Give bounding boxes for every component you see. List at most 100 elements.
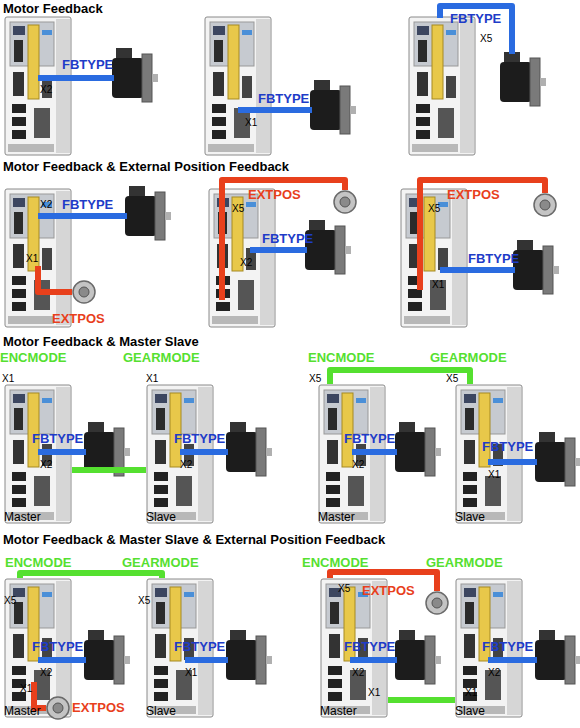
- connector-name: X2: [40, 200, 52, 210]
- master-slave-cable: [20, 573, 162, 578]
- feedback-cable: [38, 213, 127, 219]
- position-parameter: EXTPOS: [362, 584, 415, 597]
- servo-drive: [401, 189, 467, 327]
- feedback-parameter: FBTYPE: [468, 252, 519, 265]
- position-cables: [34, 180, 545, 708]
- servo-drives: [5, 17, 522, 717]
- connector-name: X5: [446, 374, 458, 384]
- master-slave-parameter: ENCMODE: [308, 351, 374, 364]
- feedback-cable: [238, 107, 312, 113]
- connector-name: X5: [4, 596, 16, 606]
- connector-name: X5: [480, 34, 492, 44]
- connector-name: X1: [2, 374, 14, 384]
- servo-drive: [209, 189, 275, 327]
- node-label: Slave: [146, 704, 176, 718]
- master-slave-parameter: GEARMODE: [430, 351, 507, 364]
- servo-motor: [535, 630, 580, 684]
- section-heading: Motor Feedback & Master Slave: [3, 335, 199, 348]
- position-cable: [38, 266, 72, 292]
- master-slave-cable: [388, 697, 455, 703]
- position-cable: [222, 180, 345, 300]
- node-label: Master: [320, 704, 357, 718]
- drive-node: Slave: [146, 384, 214, 510]
- drive-node: Master: [4, 384, 72, 510]
- servo-motor: [305, 220, 351, 274]
- position-parameter: EXTPOS: [248, 188, 301, 201]
- node-label: Slave: [455, 510, 485, 524]
- feedback-cable: [488, 459, 537, 465]
- connector-name: X1: [146, 374, 158, 384]
- master-slave-cable: [72, 467, 146, 473]
- master-slave-parameter: GEARMODE: [426, 556, 503, 569]
- master-slave-parameter: ENCMODE: [0, 351, 66, 364]
- feedback-cables: [38, 6, 537, 660]
- connector-name: X1: [20, 684, 32, 694]
- servo-drive: [5, 17, 71, 155]
- position-parameter: EXTPOS: [447, 188, 500, 201]
- feedback-cable: [488, 657, 537, 663]
- connector-name: X5: [428, 204, 440, 214]
- servo-drive: [5, 189, 71, 327]
- servo-motor: [395, 422, 441, 476]
- feedback-cable: [250, 247, 307, 253]
- connector-name: X2: [40, 460, 52, 470]
- feedback-parameter: FBTYPE: [482, 440, 533, 453]
- position-cable: [420, 180, 545, 290]
- master-slave-parameter: ENCMODE: [5, 556, 71, 569]
- master-slave-parameter: GEARMODE: [122, 556, 199, 569]
- node-label: Master: [4, 510, 41, 524]
- section-heading: Motor Feedback & External Position Feedb…: [3, 160, 289, 173]
- connector-name: X5: [138, 596, 150, 606]
- node-label: Slave: [146, 510, 176, 524]
- connector-name: X2: [40, 85, 52, 95]
- section-heading: Motor Feedback: [3, 2, 103, 15]
- connector-name: X2: [40, 668, 52, 678]
- position-parameter: EXTPOS: [52, 312, 105, 325]
- master-slave-parameter: GEARMODE: [123, 351, 200, 364]
- feedback-cable: [352, 449, 397, 455]
- connector-name: X1: [245, 118, 257, 128]
- master-slave-cable: [330, 370, 470, 384]
- feedback-parameter: FBTYPE: [174, 432, 225, 445]
- feedback-cable: [440, 6, 512, 54]
- external-encoder: [47, 697, 69, 719]
- section-heading: Motor Feedback & Master Slave & External…: [3, 533, 385, 546]
- encoders: [47, 191, 556, 719]
- master-slave-parameter: ENCMODE: [302, 556, 368, 569]
- servo-motor: [226, 630, 272, 684]
- feedback-cable: [185, 657, 228, 663]
- connector-name: X5: [309, 374, 321, 384]
- connector-name: X2: [352, 460, 364, 470]
- external-encoder: [334, 191, 356, 213]
- connector-name: X2: [240, 258, 252, 268]
- servo-motor: [513, 240, 559, 294]
- feedback-parameter: FBTYPE: [262, 232, 313, 245]
- connector-name: X2: [488, 668, 500, 678]
- servo-motor: [535, 432, 580, 486]
- feedback-cable: [38, 657, 86, 663]
- feedback-cable: [180, 449, 228, 455]
- servo-motor: [395, 630, 441, 684]
- feedback-parameter: FBTYPE: [450, 12, 501, 25]
- feedback-parameter: FBTYPE: [482, 640, 533, 653]
- servo-motor: [500, 52, 546, 106]
- servo-drive: [456, 385, 522, 523]
- servo-motor: [226, 422, 272, 476]
- connector-name: X1: [26, 254, 38, 264]
- servo-drive: [205, 17, 271, 155]
- connector-name: X1: [432, 280, 444, 290]
- drive-node: Master: [318, 384, 386, 510]
- connector-name: X1: [185, 668, 197, 678]
- connector-name: X1: [488, 470, 500, 480]
- connector-name: X2: [180, 460, 192, 470]
- feedback-parameter: FBTYPE: [344, 640, 395, 653]
- feedback-parameter: FBTYPE: [62, 58, 113, 71]
- connector-name: X1: [465, 688, 477, 698]
- servo-motor: [84, 630, 130, 684]
- servo-motor: [112, 48, 158, 102]
- node-label: Master: [318, 510, 355, 524]
- feedback-parameter: FBTYPE: [32, 640, 83, 653]
- position-parameter: EXTPOS: [72, 701, 125, 714]
